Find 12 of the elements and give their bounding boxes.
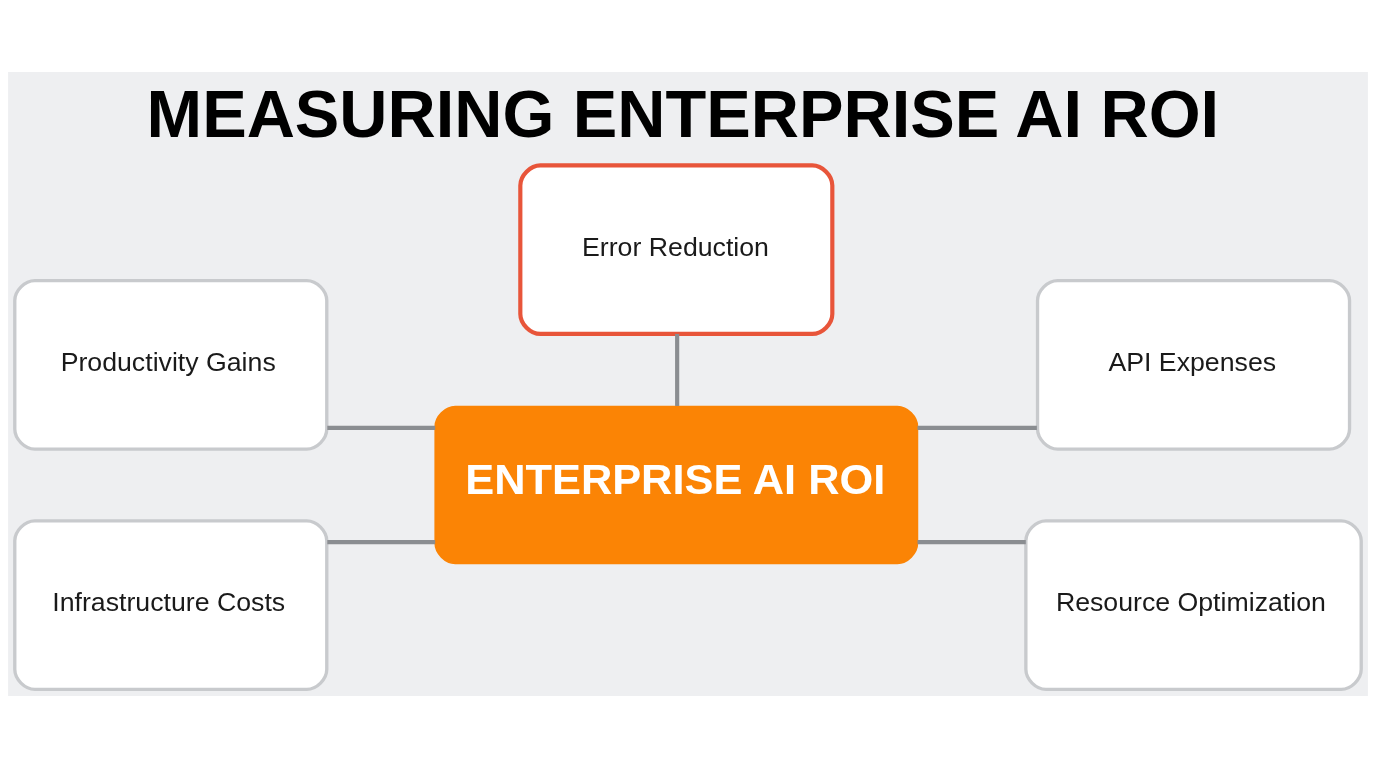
connector: [327, 540, 436, 545]
node-box: Productivity Gains: [13, 278, 329, 451]
node-box: ENTERPRISE AI ROI: [434, 405, 919, 565]
connector: [917, 540, 1026, 545]
connector: [675, 333, 680, 406]
node-box: API Expenses: [1035, 278, 1352, 451]
diagram-title: MEASURING ENTERPRISE AI ROI: [146, 77, 1220, 152]
node-box: Error Reduction: [518, 163, 835, 337]
connector: [327, 425, 436, 430]
node-box: Infrastructure Costs: [13, 519, 329, 691]
connector: [917, 425, 1037, 430]
node-box: Resource Optimization: [1024, 519, 1363, 691]
